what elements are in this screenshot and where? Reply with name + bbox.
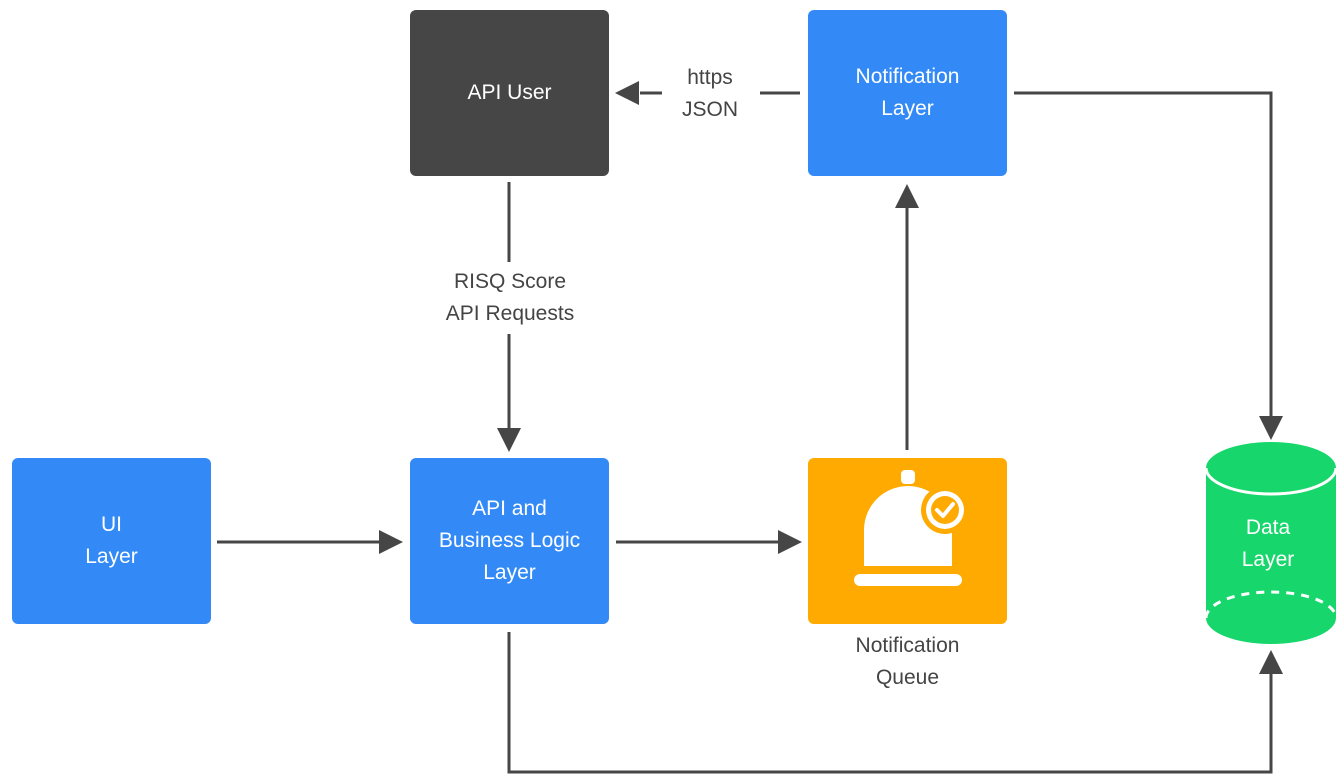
queue-label-line2: Queue <box>875 666 940 689</box>
business-logic-layer-node[interactable]: API and Business Logic Layer <box>410 458 609 624</box>
data-layer-label-line1: Data <box>1245 516 1291 539</box>
ui-layer-label-line1: UI <box>101 513 122 536</box>
arrowhead-data-top <box>1259 416 1283 440</box>
notification-layer-label-line2: Layer <box>881 97 934 120</box>
api-user-node[interactable]: API User <box>410 10 609 176</box>
business-layer-label-line3: Layer <box>483 561 536 584</box>
risq-label-line1: RISQ Score <box>453 270 567 293</box>
arrowhead-business-top <box>497 428 521 452</box>
ui-layer-label-line2: Layer <box>85 545 138 568</box>
data-layer-label-line2: Layer <box>1241 548 1295 571</box>
ui-layer-node[interactable]: UI Layer <box>12 458 211 624</box>
arrowhead-notification <box>895 184 919 208</box>
risq-label-line2: API Requests <box>445 302 575 325</box>
notification-layer-node[interactable]: Notification Layer <box>808 10 1007 176</box>
business-layer-label-line1: API and <box>472 497 547 520</box>
bell-check-icon <box>854 470 969 586</box>
arrowhead-apiuser <box>615 81 639 105</box>
data-layer-node-label: Data Layer <box>1205 512 1331 576</box>
arrowhead-data-bottom <box>1259 650 1283 674</box>
edge-notification-to-data <box>1014 91 1273 418</box>
notification-queue-label: Notification Queue <box>808 630 1007 694</box>
edge-business-to-data <box>507 632 1273 774</box>
arrowhead-queue <box>778 530 802 554</box>
https-label: https <box>687 66 733 89</box>
database-icon <box>1204 442 1338 644</box>
queue-label-line1: Notification <box>855 634 960 657</box>
arrowhead-business-left <box>379 530 403 554</box>
risq-requests-label: RISQ Score API Requests <box>420 266 600 330</box>
https-json-label: https JSON <box>660 62 760 126</box>
json-label: JSON <box>681 98 738 121</box>
notification-queue-node[interactable] <box>808 458 1007 624</box>
business-layer-label-line2: Business Logic <box>438 529 581 552</box>
api-user-label: API User <box>467 81 552 104</box>
notification-layer-label-line1: Notification <box>855 65 960 88</box>
